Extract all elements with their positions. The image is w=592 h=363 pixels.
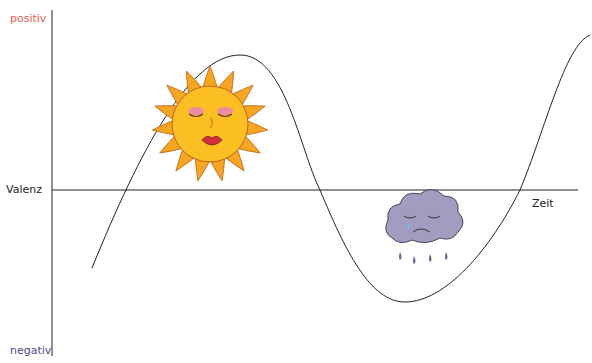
axis-label: Valenz (6, 183, 45, 196)
valence-axis (52, 10, 53, 356)
negative-label: negativ (10, 344, 51, 357)
axis-label: Zeit (532, 197, 554, 210)
rain-cloud-illustration (386, 189, 463, 264)
time-axis (52, 190, 578, 191)
mood-curve (92, 35, 590, 302)
sun-illustration (151, 66, 268, 182)
positive-label: positiv (10, 12, 46, 25)
